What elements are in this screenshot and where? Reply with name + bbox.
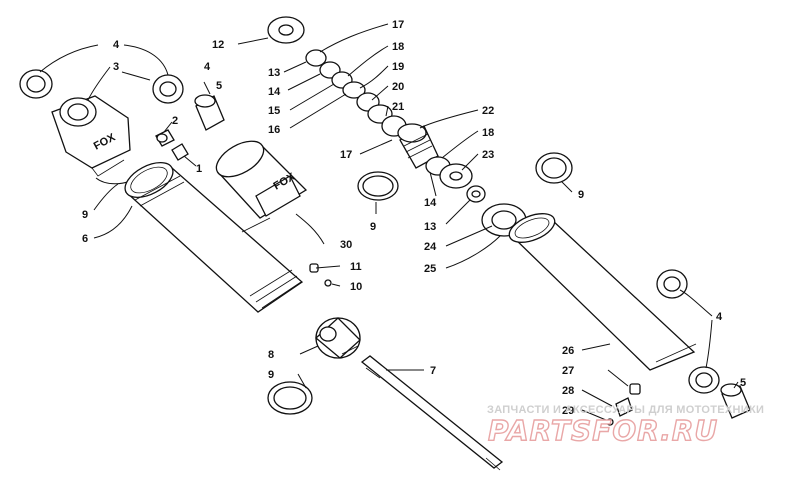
callout-11: 11 xyxy=(350,261,362,273)
part-shim-stack xyxy=(305,49,407,137)
part-main-body-6 xyxy=(124,161,304,313)
callout-17-lower: 17 xyxy=(340,149,352,161)
part-sleeve-5-upper xyxy=(194,94,225,131)
callout-27: 27 xyxy=(562,365,574,377)
callout-26: 26 xyxy=(562,345,574,357)
leader-lines xyxy=(39,23,739,421)
callout-1: 1 xyxy=(196,163,202,175)
part-seal-9-lower xyxy=(267,381,313,415)
callout-30: 30 xyxy=(340,239,352,251)
callout-7: 7 xyxy=(430,365,436,377)
callout-9-left: 9 xyxy=(82,209,88,221)
callout-25: 25 xyxy=(424,263,436,275)
callout-13-lower: 13 xyxy=(424,221,436,233)
callout-9-right: 9 xyxy=(578,189,584,201)
callout-19: 19 xyxy=(392,61,404,73)
callout-13-upper: 13 xyxy=(268,67,280,79)
callout-3: 3 xyxy=(113,61,119,73)
callout-18-upper: 18 xyxy=(392,41,404,53)
callout-6: 6 xyxy=(82,233,88,245)
part-washer-12 xyxy=(267,16,305,44)
callout-17-upper: 17 xyxy=(392,19,404,31)
callout-4-left: 4 xyxy=(113,39,120,51)
callout-22: 22 xyxy=(482,105,494,117)
part-shaft-7 xyxy=(360,355,504,471)
part-fitting-28 xyxy=(615,397,633,417)
part-nut-24 xyxy=(466,185,486,203)
part-seal-9-center xyxy=(357,171,399,201)
callout-29: 29 xyxy=(562,405,574,417)
part-fitting-2 xyxy=(155,129,175,147)
part-bushing-4-upper xyxy=(152,74,184,104)
callout-16: 16 xyxy=(268,124,280,136)
callout-15: 15 xyxy=(268,105,280,117)
part-bushing-4-right-lower xyxy=(688,366,720,394)
part-reservoir-30: FOX xyxy=(215,140,308,233)
part-top-eyelet-3: FOX xyxy=(51,95,131,177)
part-ball-10 xyxy=(324,279,332,287)
part-piston-22 xyxy=(397,123,439,169)
callout-23: 23 xyxy=(482,149,494,161)
callout-12: 12 xyxy=(212,39,224,51)
callout-8: 8 xyxy=(268,349,274,361)
callout-5-right: 5 xyxy=(740,377,746,389)
callout-9-center: 9 xyxy=(370,221,376,233)
callout-9-lower: 9 xyxy=(268,369,274,381)
callout-10: 10 xyxy=(350,281,362,293)
part-lower-eyelet-8 xyxy=(315,317,361,359)
part-ball-29 xyxy=(606,418,614,426)
callout-2: 2 xyxy=(172,115,178,127)
callout-18-lower: 18 xyxy=(482,127,494,139)
part-fitting-27 xyxy=(629,383,641,395)
callout-24: 24 xyxy=(424,241,437,253)
part-seal-9-right xyxy=(535,152,573,184)
callout-28: 28 xyxy=(562,385,574,397)
part-washer-23 xyxy=(439,163,473,189)
callout-21: 21 xyxy=(392,101,404,113)
watermark-caption: ЗАПЧАСТИ И АКСЕССУАРЫ ДЛЯ МОТОТЕХНИКИ xyxy=(487,404,765,416)
callout-5-upper: 5 xyxy=(216,80,222,92)
part-sleeve-5-right xyxy=(720,383,751,419)
watermark-logo: PARTSFOR.RU xyxy=(487,413,719,447)
part-cylinder-26 xyxy=(508,213,697,371)
callout-4-upper: 4 xyxy=(204,61,211,73)
part-bushing-4-right-upper xyxy=(656,269,688,299)
callout-14-upper: 14 xyxy=(268,86,281,98)
callout-20: 20 xyxy=(392,81,404,93)
callout-4-right: 4 xyxy=(716,311,723,323)
part-bushing-4-left xyxy=(19,69,53,99)
callout-14-lower: 14 xyxy=(424,197,437,209)
